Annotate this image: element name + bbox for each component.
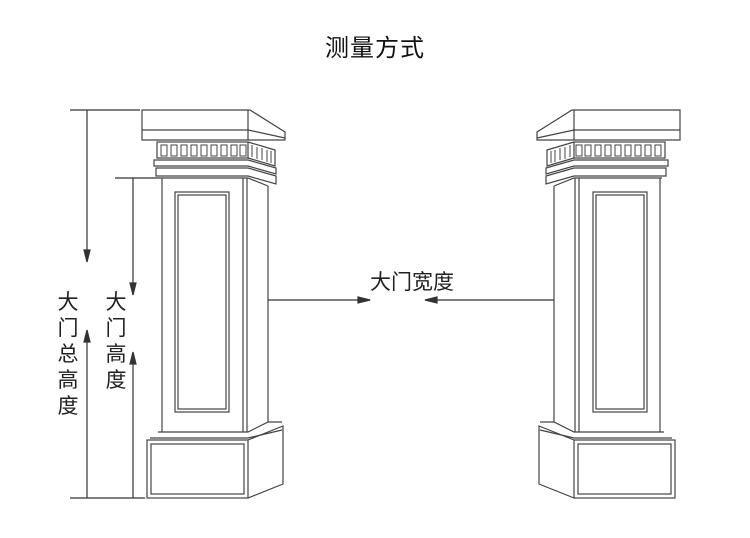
gate-height-label: 大门高度	[105, 290, 127, 392]
gate-width-label: 大门宽度	[370, 270, 454, 294]
left-pillar	[141, 109, 286, 499]
arrow-down-icon	[129, 282, 137, 296]
right-pillar	[536, 109, 681, 499]
gate-total-height-label: 大门总高度	[57, 290, 79, 418]
dimension-lines	[70, 109, 554, 499]
arrow-up-icon	[83, 329, 91, 343]
arrow-down-icon	[83, 249, 91, 263]
arrow-up-icon	[129, 351, 137, 365]
arrow-right-icon	[357, 296, 371, 304]
diagram-title: 测量方式	[325, 34, 425, 62]
arrow-left-icon	[424, 296, 438, 304]
